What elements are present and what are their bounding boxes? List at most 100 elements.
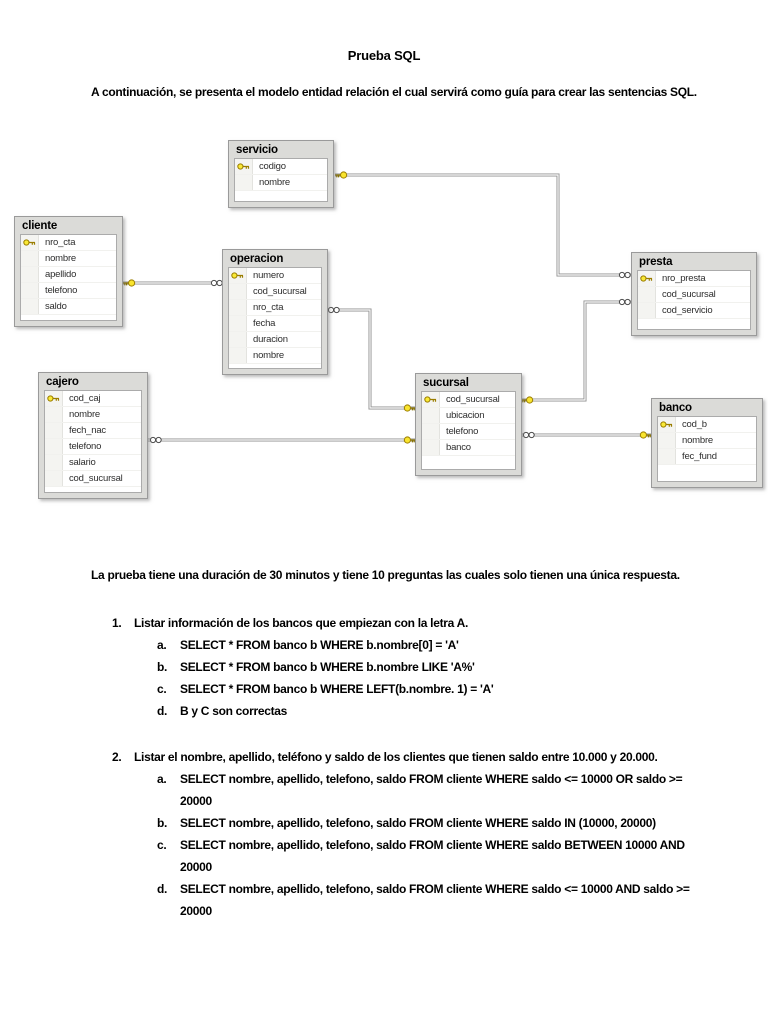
- answer-option: d.SELECT nombre, apellido, telefono, sal…: [91, 878, 741, 922]
- er-table-title: cajero: [46, 376, 79, 388]
- primary-key-cell: [235, 159, 253, 174]
- field-icon-cell: [235, 175, 253, 190]
- er-field-row: fec_fund: [658, 449, 756, 465]
- option-text: SELECT * FROM banco b WHERE LEFT(b.nombr…: [180, 682, 494, 696]
- field-icon-cell: [45, 423, 63, 438]
- primary-key-cell: [21, 235, 39, 250]
- er-field-name: fec_fund: [682, 451, 717, 462]
- er-field-name: ubicacion: [446, 410, 485, 421]
- field-icon-cell: [229, 348, 247, 363]
- er-table-title: presta: [639, 256, 673, 268]
- answer-option: a.SELECT nombre, apellido, telefono, sal…: [91, 768, 741, 812]
- er-field-row: cod_caj: [45, 391, 141, 407]
- er-field-row: saldo: [21, 299, 116, 315]
- er-field-name: nombre: [69, 409, 101, 420]
- er-field-row: cod_servicio: [638, 303, 750, 319]
- primary-key-cell: [229, 268, 247, 283]
- option-letter: a.: [157, 772, 167, 786]
- er-field-name: nro_cta: [45, 237, 76, 248]
- er-field-row: numero: [229, 268, 321, 284]
- field-icon-cell: [45, 439, 63, 454]
- er-field-name: cod_sucursal: [446, 394, 500, 405]
- er-field-name: fech_nac: [69, 425, 106, 436]
- field-icon-cell: [638, 303, 656, 318]
- field-icon-cell: [422, 408, 440, 423]
- er-field-name: codigo: [259, 161, 286, 172]
- er-field-row: nro_cta: [21, 235, 116, 251]
- er-field-row: nro_presta: [638, 271, 750, 287]
- er-field-name: numero: [253, 270, 285, 281]
- er-field-row: cod_b: [658, 417, 756, 433]
- exam-note: La prueba tiene una duración de 30 minut…: [91, 568, 680, 582]
- option-letter: a.: [157, 638, 167, 652]
- answer-option: b.SELECT * FROM banco b WHERE b.nombre L…: [91, 656, 741, 678]
- field-icon-cell: [422, 424, 440, 439]
- option-letter: c.: [157, 682, 167, 696]
- option-letter: d.: [157, 704, 168, 718]
- er-field-name: telefono: [45, 285, 78, 296]
- field-icon-cell: [45, 455, 63, 470]
- question-text: Listar información de los bancos que emp…: [134, 616, 469, 630]
- er-field-name: cod_sucursal: [253, 286, 307, 297]
- field-icon-cell: [45, 407, 63, 422]
- er-field-name: salario: [69, 457, 96, 468]
- question-item: 2.Listar el nombre, apellido, teléfono y…: [91, 746, 741, 768]
- field-icon-cell: [45, 471, 63, 486]
- er-field-row: ubicacion: [422, 408, 515, 424]
- er-field-name: banco: [446, 442, 471, 453]
- primary-key-cell: [638, 271, 656, 286]
- field-icon-cell: [658, 433, 676, 448]
- field-icon-cell: [21, 267, 39, 282]
- question-text: Listar el nombre, apellido, teléfono y s…: [134, 750, 658, 764]
- questions-list: 1.Listar información de los bancos que e…: [91, 612, 741, 922]
- er-field-row: nombre: [21, 251, 116, 267]
- option-text: SELECT * FROM banco b WHERE b.nombre LIK…: [180, 660, 475, 674]
- er-table-title: operacion: [230, 253, 284, 265]
- er-field-row: nombre: [45, 407, 141, 423]
- page-title: Prueba SQL: [347, 48, 421, 63]
- er-field-row: banco: [422, 440, 515, 456]
- er-field-row: cod_sucursal: [422, 392, 515, 408]
- answer-option: b.SELECT nombre, apellido, telefono, sal…: [91, 812, 741, 834]
- option-text: SELECT nombre, apellido, telefono, saldo…: [180, 816, 656, 830]
- primary-key-icon: [424, 396, 437, 403]
- er-field-name: nombre: [45, 253, 77, 264]
- option-letter: d.: [157, 882, 168, 896]
- er-field-name: telefono: [446, 426, 479, 437]
- er-field-row: apellido: [21, 267, 116, 283]
- er-field-name: nombre: [682, 435, 714, 446]
- er-field-name: nro_cta: [253, 302, 284, 313]
- connector-sucursal-cajero: [148, 436, 417, 444]
- er-field-name: telefono: [69, 441, 102, 452]
- field-icon-cell: [229, 332, 247, 347]
- er-field-row: fecha: [229, 316, 321, 332]
- answer-option: a. SELECT * FROM banco b WHERE b.nombre[0…: [91, 634, 741, 656]
- field-icon-cell: [229, 316, 247, 331]
- er-field-name: nombre: [253, 350, 285, 361]
- intro-paragraph: A continuación, se presenta el modelo en…: [91, 85, 697, 99]
- field-icon-cell: [21, 299, 39, 314]
- er-table-title: banco: [659, 402, 692, 414]
- primary-key-icon: [237, 163, 250, 170]
- er-field-row: telefono: [422, 424, 515, 440]
- er-field-row: nombre: [658, 433, 756, 449]
- option-text: SELECT * FROM banco b WHERE b.nombre[0] …: [180, 638, 459, 652]
- er-field-row: salario: [45, 455, 141, 471]
- er-field-name: cod_b: [682, 419, 707, 430]
- answer-option: c. SELECT * FROM banco b WHERE LEFT(b.nom…: [91, 678, 741, 700]
- er-field-row: nro_cta: [229, 300, 321, 316]
- er-field-row: cod_sucursal: [45, 471, 141, 487]
- primary-key-icon: [660, 421, 673, 428]
- er-field-row: cod_sucursal: [638, 287, 750, 303]
